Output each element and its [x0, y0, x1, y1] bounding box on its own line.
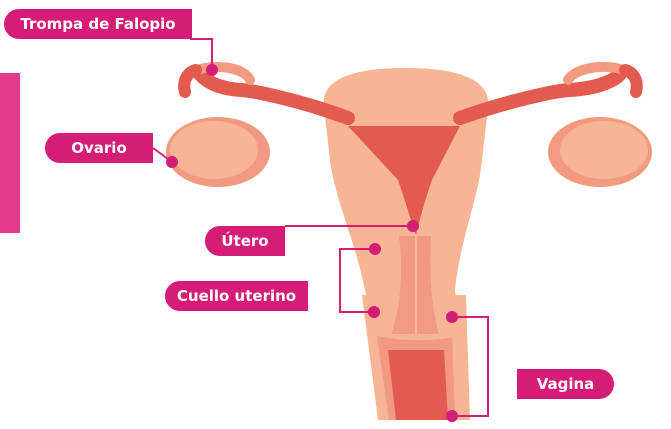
- label-trompa-de-falopio: Trompa de Falopio: [4, 9, 192, 39]
- label-utero: Útero: [205, 226, 285, 256]
- label-cuello-uterino: Cuello uterino: [165, 281, 308, 311]
- label-vagina: Vagina: [517, 369, 614, 399]
- label-ovario: Ovario: [45, 133, 153, 163]
